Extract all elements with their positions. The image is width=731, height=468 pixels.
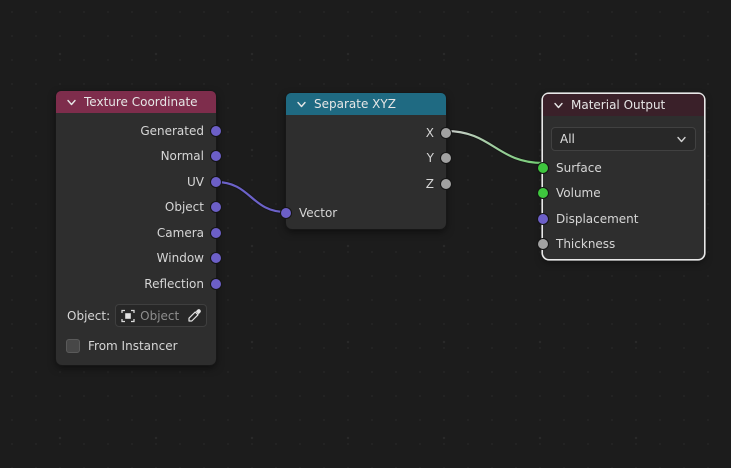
collapse-chevron-icon[interactable] <box>296 99 307 110</box>
object-field-row: Object: Object <box>65 304 207 328</box>
output-row-reflection: Reflection <box>56 271 221 297</box>
input-row-vector: Vector <box>281 201 446 227</box>
node-title: Material Output <box>571 98 666 112</box>
socket-displacement[interactable] <box>538 213 548 224</box>
socket-reflection[interactable] <box>211 278 221 289</box>
node-separate-xyz[interactable]: Separate XYZ X Y Z Vector <box>281 93 451 229</box>
texture-coordinate-header[interactable]: Texture Coordinate <box>56 91 216 113</box>
eyedropper-icon[interactable] <box>188 309 201 322</box>
output-row-z: Z <box>286 171 451 197</box>
link-uv-to-vector[interactable] <box>215 180 287 214</box>
socket-label: Y <box>426 151 434 166</box>
socket-normal[interactable] <box>211 151 221 162</box>
socket-label: Object <box>164 200 204 215</box>
node-title: Texture Coordinate <box>84 95 198 109</box>
output-row-object: Object <box>56 195 221 221</box>
socket-generated[interactable] <box>211 125 221 136</box>
output-row-normal: Normal <box>56 144 221 170</box>
socket-z[interactable] <box>441 178 451 189</box>
node-material-output[interactable]: Material Output All Surface Volume Displ… <box>538 94 704 259</box>
socket-vector[interactable] <box>281 208 291 219</box>
socket-y[interactable] <box>441 153 451 164</box>
separate-xyz-header[interactable]: Separate XYZ <box>286 93 446 115</box>
object-picker-placeholder: Object <box>140 308 180 323</box>
input-row-volume: Volume <box>538 181 704 207</box>
socket-camera[interactable] <box>211 227 221 238</box>
socket-label: X <box>425 125 434 140</box>
socket-x[interactable] <box>441 127 451 138</box>
socket-window[interactable] <box>211 253 221 264</box>
socket-label: Surface <box>556 160 602 175</box>
socket-thickness[interactable] <box>538 239 548 250</box>
socket-label: Camera <box>156 225 204 240</box>
target-dropdown[interactable]: All <box>551 127 696 151</box>
socket-uv[interactable] <box>211 176 221 187</box>
object-data-icon <box>121 309 135 322</box>
socket-volume[interactable] <box>538 188 548 199</box>
target-dropdown-value: All <box>560 132 575 146</box>
input-row-surface: Surface <box>538 155 704 181</box>
socket-label: Reflection <box>144 276 204 291</box>
socket-label: UV <box>187 174 204 189</box>
collapse-chevron-icon[interactable] <box>66 97 77 108</box>
from-instancer-row: From Instancer <box>66 337 207 355</box>
output-row-window: Window <box>56 246 221 272</box>
object-picker-field[interactable]: Object <box>115 304 207 327</box>
socket-surface[interactable] <box>538 162 548 173</box>
object-field-label: Object: <box>67 308 111 323</box>
node-texture-coordinate[interactable]: Texture Coordinate Generated Normal UV O… <box>56 91 221 365</box>
socket-label: Normal <box>160 149 204 164</box>
socket-label: Displacement <box>556 211 639 226</box>
node-title: Separate XYZ <box>314 97 396 111</box>
from-instancer-label: From Instancer <box>88 338 178 353</box>
output-row-x: X <box>286 120 451 146</box>
socket-label: Generated <box>140 123 204 138</box>
output-row-camera: Camera <box>56 220 221 246</box>
socket-object[interactable] <box>211 202 221 213</box>
input-row-displacement: Displacement <box>538 206 704 232</box>
input-row-thickness: Thickness <box>538 232 704 258</box>
material-output-header[interactable]: Material Output <box>543 94 704 116</box>
chevron-down-icon <box>677 136 686 142</box>
socket-label: Window <box>156 251 204 266</box>
output-row-generated: Generated <box>56 118 221 144</box>
collapse-chevron-icon[interactable] <box>553 100 564 111</box>
socket-label: Volume <box>556 186 601 201</box>
link-uv-vector-outline <box>215 180 287 214</box>
link-x-to-surface[interactable] <box>445 129 544 165</box>
output-row-uv: UV <box>56 169 221 195</box>
socket-label: Vector <box>299 206 338 221</box>
socket-label: Thickness <box>556 237 616 252</box>
link-x-surface-outline <box>445 129 544 165</box>
output-row-y: Y <box>286 146 451 172</box>
socket-label: Z <box>425 176 434 191</box>
from-instancer-checkbox[interactable] <box>66 338 80 353</box>
